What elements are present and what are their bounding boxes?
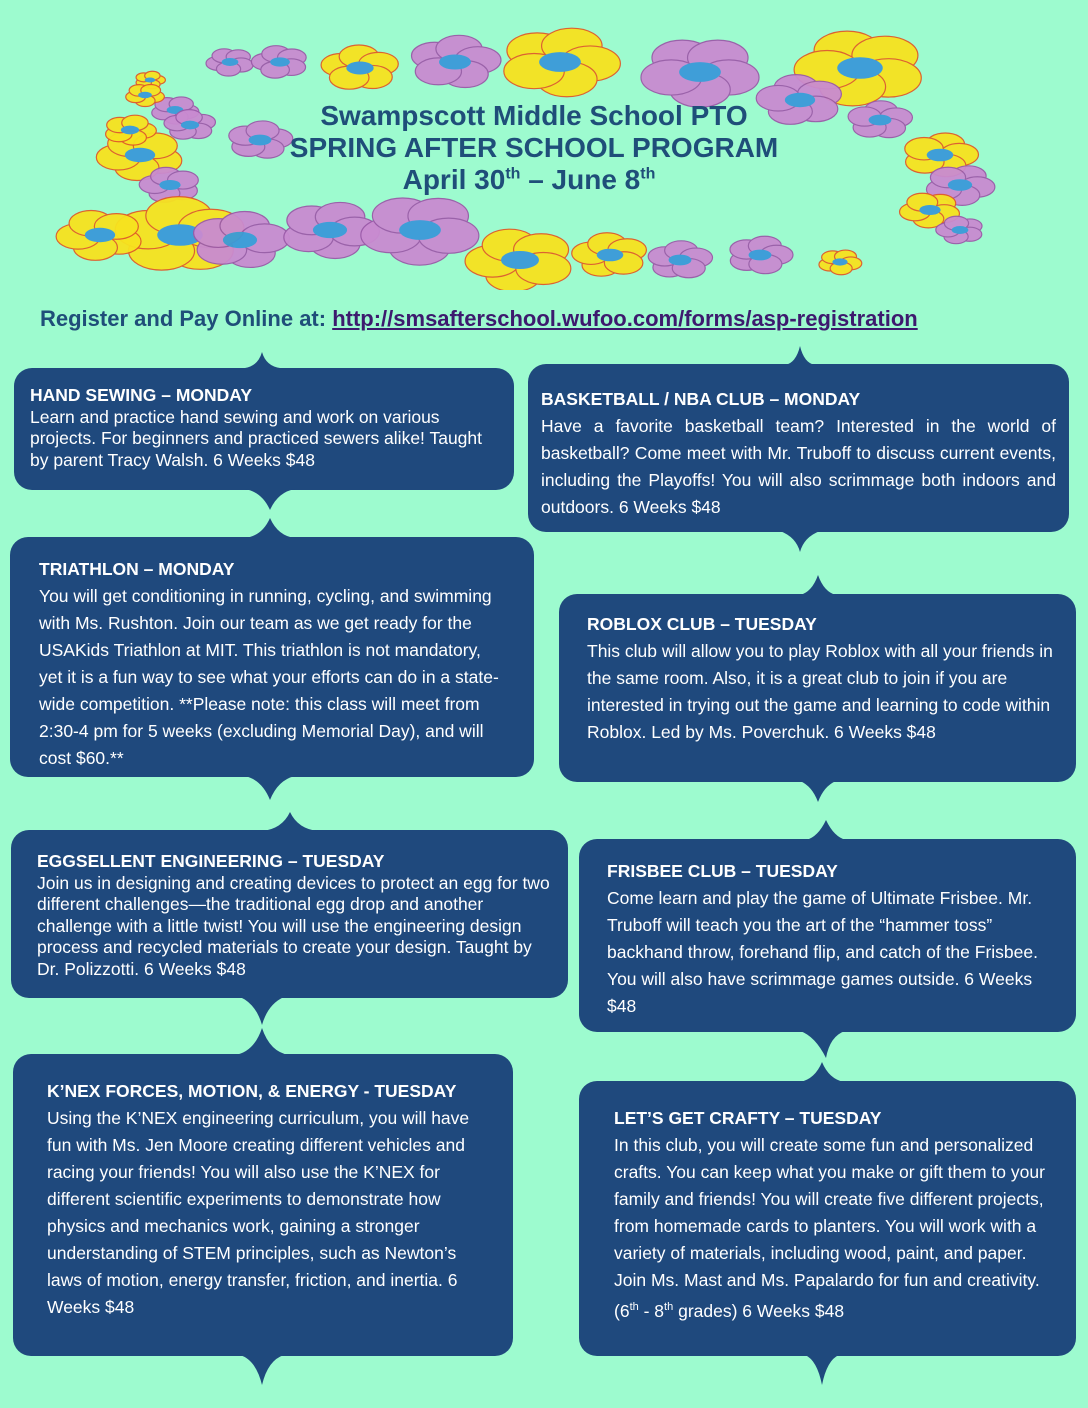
flower-icon <box>464 228 572 290</box>
program-box-hand-sewing: HAND SEWING – MONDAY Learn and practice … <box>14 368 514 490</box>
flower-icon <box>105 114 157 146</box>
flower-icon <box>163 109 217 140</box>
program-title: LET’S GET CRAFTY – TUESDAY <box>614 1108 882 1128</box>
grade-sup: th <box>664 1301 674 1313</box>
program-box-egg-engineering: EGGSELLENT ENGINEERING – TUESDAY Join us… <box>11 830 568 998</box>
flower-icon <box>205 48 254 77</box>
program-box-roblox: ROBLOX CLUB – TUESDAY This club will all… <box>559 594 1076 782</box>
program-title: FRISBEE CLUB – TUESDAY <box>607 861 838 881</box>
program-description: Learn and practice hand sewing and work … <box>30 406 483 470</box>
flower-icon <box>228 120 294 159</box>
registration-link[interactable]: http://smsafterschool.wufoo.com/forms/as… <box>332 306 918 331</box>
title-line-1: Swampscott Middle School PTO <box>320 100 748 131</box>
program-title: BASKETBALL / NBA CLUB – MONDAY <box>541 389 861 409</box>
title-dates: April 30th – June 8th <box>0 164 1088 196</box>
flower-icon <box>193 210 290 269</box>
flower-icon <box>647 240 714 279</box>
program-title: HAND SEWING – MONDAY <box>30 385 253 405</box>
page-title: Swampscott Middle School PTO SPRING AFTE… <box>0 100 1088 197</box>
date-start: April 30 <box>402 164 506 196</box>
program-box-basketball: BASKETBALL / NBA CLUB – MONDAY Have a fa… <box>528 364 1069 532</box>
program-box-knex: K’NEX FORCES, MOTION, & ENERGY - TUESDAY… <box>13 1054 513 1356</box>
flower-icon <box>640 39 760 108</box>
title-line-2: SPRING AFTER SCHOOL PROGRAM <box>289 132 779 164</box>
flower-icon <box>360 197 480 266</box>
date-start-sup: th <box>505 166 521 184</box>
flower-border-decoration <box>55 27 996 290</box>
flower-icon <box>250 45 307 79</box>
flower-icon <box>925 165 996 207</box>
date-end-sup: th <box>640 166 656 184</box>
program-description: Have a favorite basketball team? Interes… <box>541 416 1056 517</box>
flower-icon <box>729 235 794 275</box>
grade-mid: - 8 <box>638 1300 665 1321</box>
program-description: Come learn and play the game of Ultimate… <box>607 888 1038 1016</box>
flower-icon <box>138 166 199 203</box>
grade-sup: th <box>629 1301 639 1313</box>
program-description: Using the K’NEX engineering curriculum, … <box>47 1108 470 1317</box>
program-description-text: In this club, you will create some fun a… <box>614 1135 1045 1321</box>
program-title: ROBLOX CLUB – TUESDAY <box>587 614 817 634</box>
register-label: Register and Pay Online at: <box>40 306 333 331</box>
program-box-frisbee: FRISBEE CLUB – TUESDAY Come learn and pl… <box>579 839 1076 1032</box>
flower-icon <box>320 44 399 90</box>
grade-tail: grades) 6 Weeks $48 <box>673 1300 845 1321</box>
program-title: EGGSELLENT ENGINEERING – TUESDAY <box>37 851 385 871</box>
flower-icon <box>125 83 165 108</box>
flower-icon <box>847 100 914 139</box>
flower-icon <box>410 34 502 89</box>
program-description: In this club, you will create some fun a… <box>614 1135 1045 1321</box>
program-description: You will get conditioning in running, cy… <box>39 586 499 768</box>
program-description: This club will allow you to play Roblox … <box>587 641 1053 742</box>
flower-icon <box>755 73 843 125</box>
program-box-crafty: LET’S GET CRAFTY – TUESDAY In this club,… <box>579 1081 1076 1356</box>
register-line: Register and Pay Online at: http://smsaf… <box>40 306 918 332</box>
program-title: K’NEX FORCES, MOTION, & ENERGY - TUESDAY <box>47 1081 457 1101</box>
date-end: – June 8 <box>520 164 641 196</box>
flower-icon <box>55 209 142 261</box>
flower-icon <box>571 232 648 277</box>
program-box-triathlon: TRIATHLON – MONDAY You will get conditio… <box>10 537 534 777</box>
flower-icon <box>503 27 621 98</box>
flower-icon <box>818 249 863 276</box>
program-title: TRIATHLON – MONDAY <box>39 559 235 579</box>
program-description: Join us in designing and creating device… <box>37 872 550 979</box>
flower-icon <box>935 215 983 245</box>
